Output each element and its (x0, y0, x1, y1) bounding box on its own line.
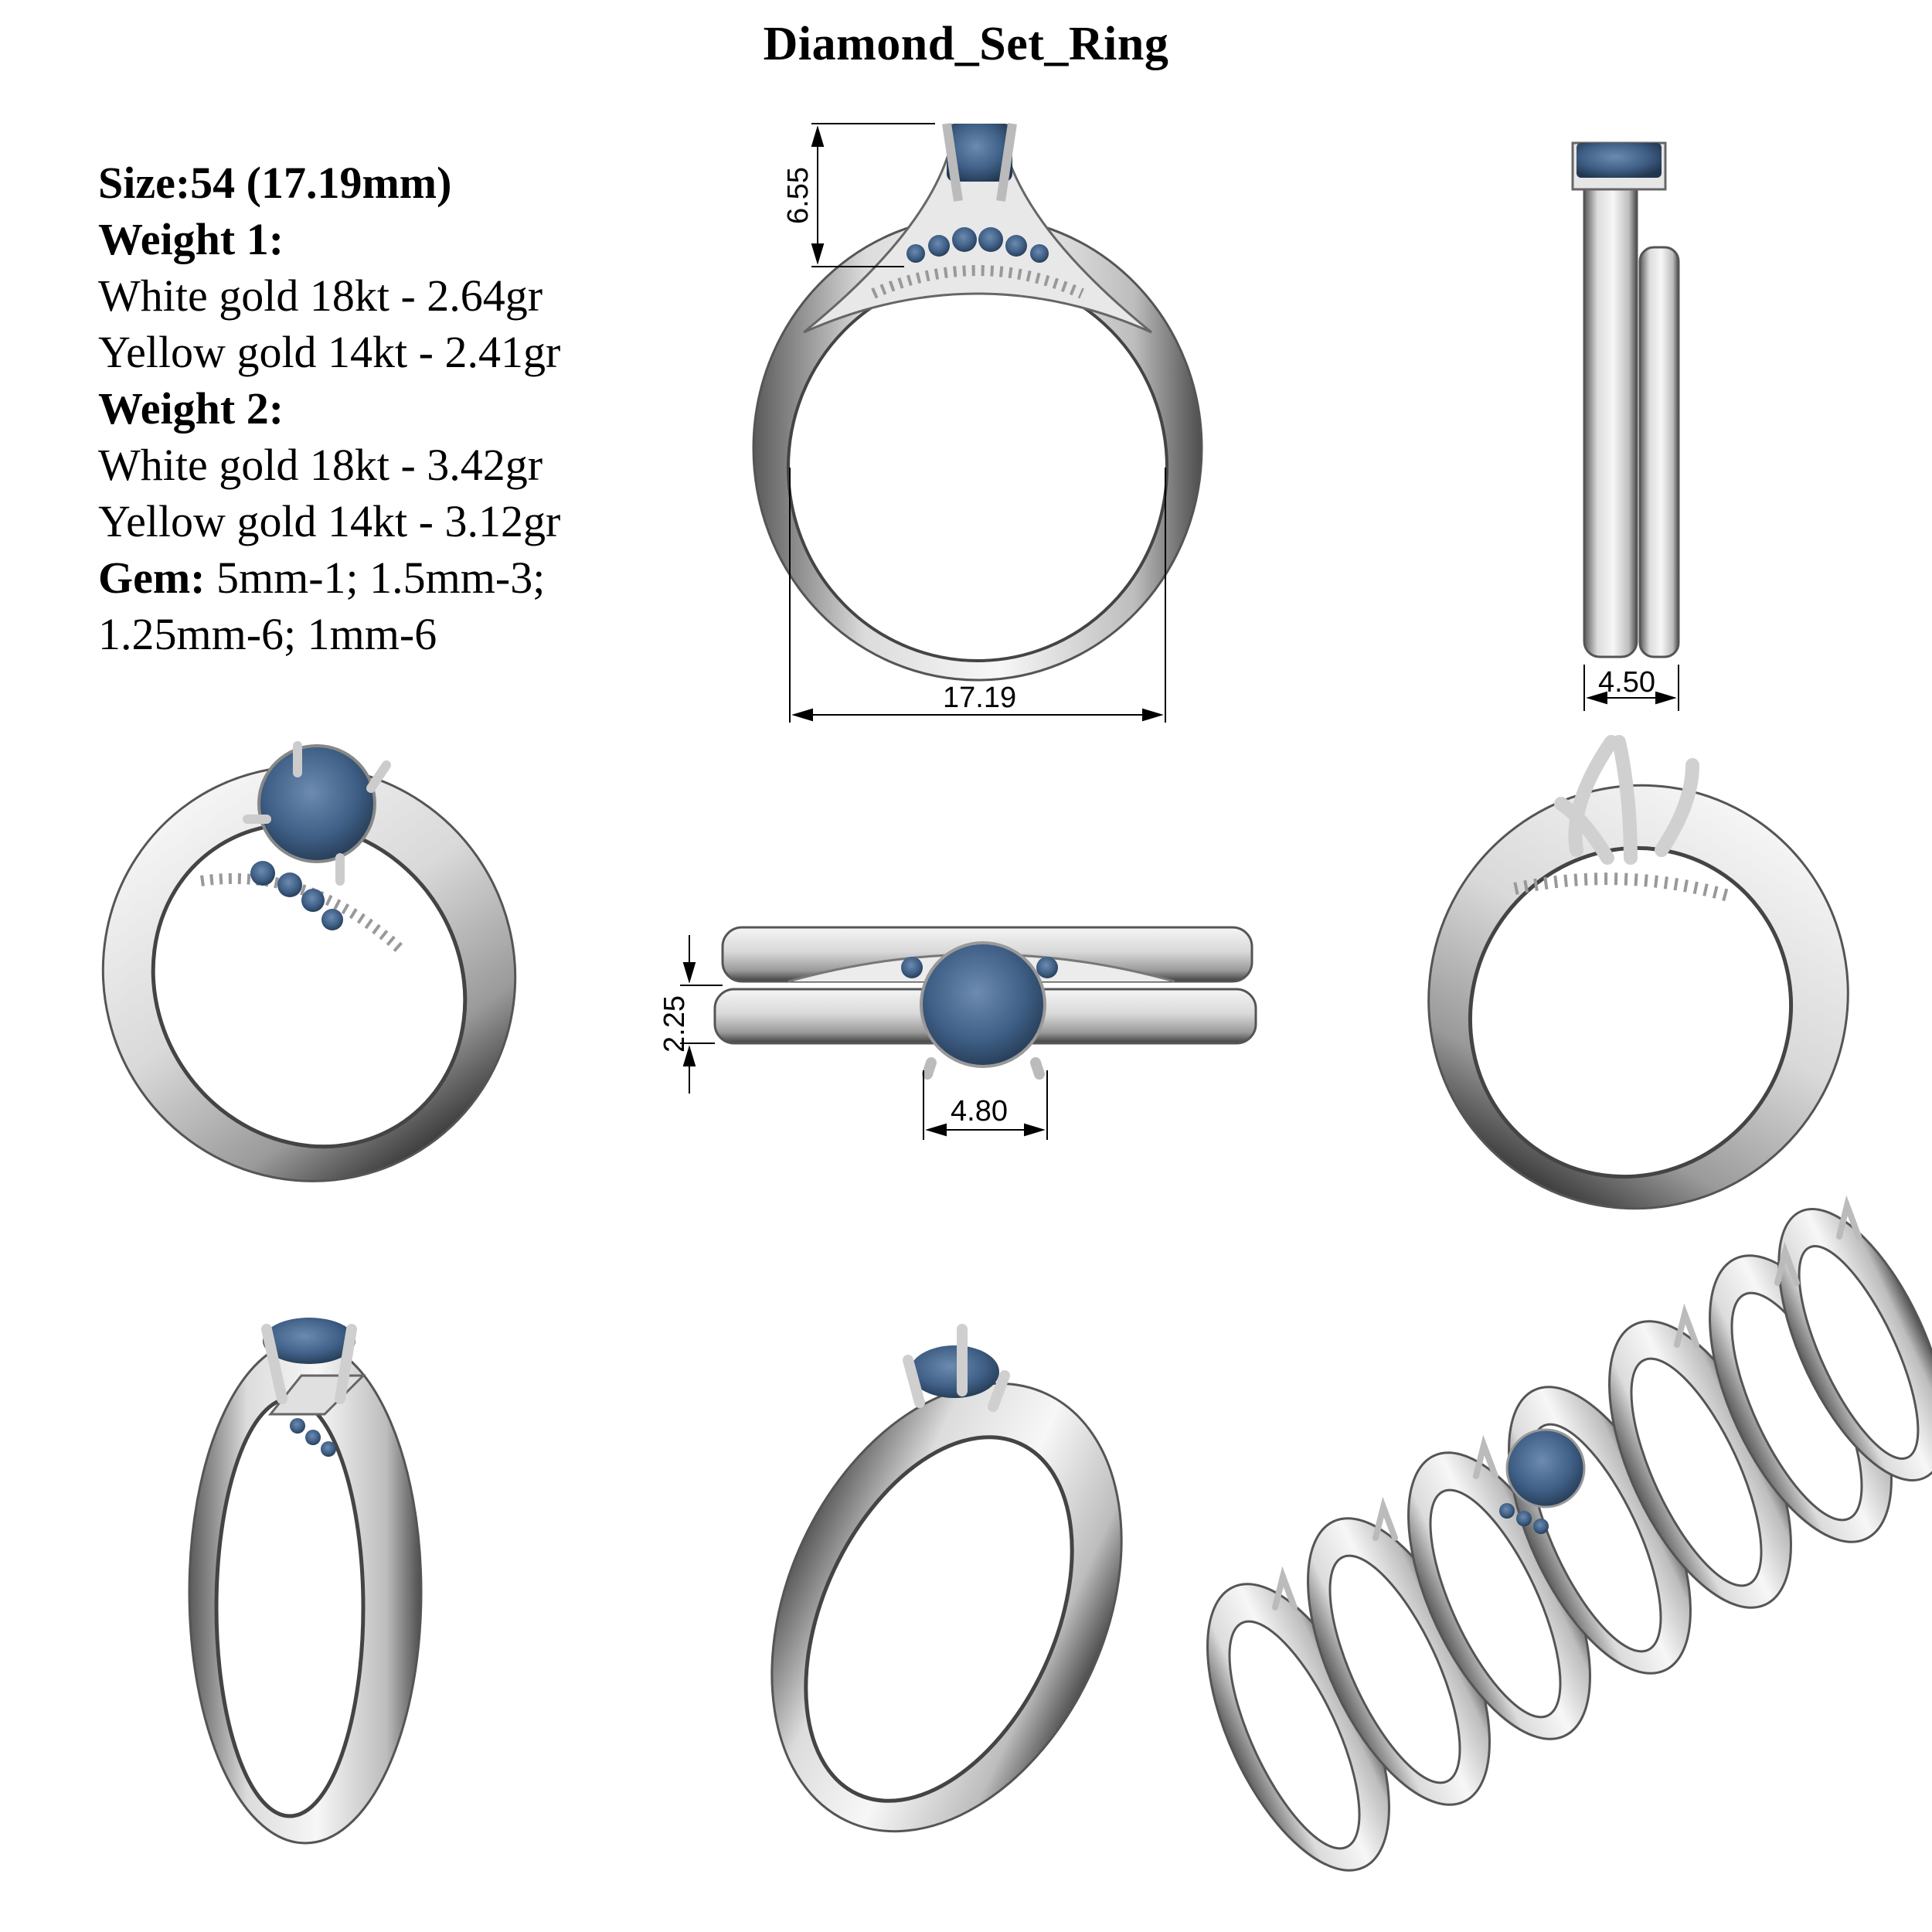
top-accent-stones (901, 957, 1058, 978)
pt-prongs (903, 1324, 1010, 1412)
top-view: 2.25 4.80 (658, 926, 1257, 1140)
perspective-left-view (101, 741, 517, 1182)
pl-prongs (243, 741, 391, 886)
gem-label: Gem: (98, 553, 206, 603)
weight2-label: Weight 2: (98, 383, 284, 434)
page-title: Diamond_Set_Ring (763, 18, 1169, 70)
size-spec: Size:54 (17.19mm) (98, 158, 452, 208)
ring-row-center-gem (1505, 1428, 1586, 1509)
front-pave-band (871, 265, 1084, 299)
pv-accent-stones (290, 1418, 336, 1457)
dim-stone-width: 4.80 (951, 1095, 1008, 1128)
spec-block: Size:54 (17.19mm) Weight 1: White gold 1… (98, 155, 560, 662)
pt-ring-inner (804, 1435, 1074, 1803)
gem-line2: 1.25mm-6; 1mm-6 (98, 609, 437, 659)
side-view: 4.50 (1571, 141, 1680, 711)
dim-band-height: 2.25 (658, 995, 691, 1053)
ring-row-band-7 (1777, 1208, 1932, 1481)
pl-pave-row (200, 872, 406, 955)
front-prongs (942, 123, 1017, 202)
weight2-white-gold: White gold 18kt - 3.42gr (98, 440, 543, 490)
perspective-vertical-view (188, 1318, 423, 1845)
ring-row-accent-stones (1499, 1503, 1549, 1534)
pr-empty-prongs (1554, 735, 1699, 865)
weight1-label: Weight 1: (98, 214, 284, 264)
dim-band-width: 4.50 (1598, 666, 1655, 699)
gem-spec: Gem: 5mm-1; 1.5mm-3; (98, 549, 560, 606)
weight2-yellow-gold: Yellow gold 14kt - 3.12gr (98, 496, 561, 546)
pv-prongs (261, 1324, 357, 1404)
front-accent-stones (906, 227, 1049, 263)
top-prongs (922, 1057, 1045, 1080)
dim-height: 6.55 (782, 167, 815, 224)
perspective-tilted-view (770, 1324, 1123, 1833)
pl-accent-stones (250, 861, 343, 930)
pv-center-gem (263, 1318, 355, 1364)
side-band-right (1638, 246, 1680, 658)
gem-line1: 5mm-1; 1.5mm-3; (205, 553, 546, 603)
ring-row-view (1206, 1195, 1932, 1872)
pl-center-gem (257, 744, 376, 863)
front-view: 6.55 17.19 (752, 123, 1203, 723)
top-center-gem (920, 941, 1046, 1068)
pt-center-gem (910, 1345, 999, 1398)
side-gem (1577, 143, 1662, 178)
dim-inner-diameter: 17.19 (943, 682, 1016, 714)
pv-ring-inner (214, 1396, 366, 1818)
front-center-gem (947, 124, 1012, 182)
pr-ring-inner (1468, 845, 1794, 1179)
front-ring-inner (787, 273, 1168, 662)
ring-row-prong-heads (1272, 1195, 1862, 1611)
pl-ring-inner (151, 821, 468, 1149)
ring-row-band-5 (1608, 1320, 1792, 1609)
weight1-white-gold: White gold 18kt - 2.64gr (98, 270, 543, 321)
side-band-left (1583, 168, 1638, 658)
perspective-right-view (1427, 735, 1849, 1210)
weight1-yellow-gold: Yellow gold 14kt - 2.41gr (98, 327, 561, 377)
